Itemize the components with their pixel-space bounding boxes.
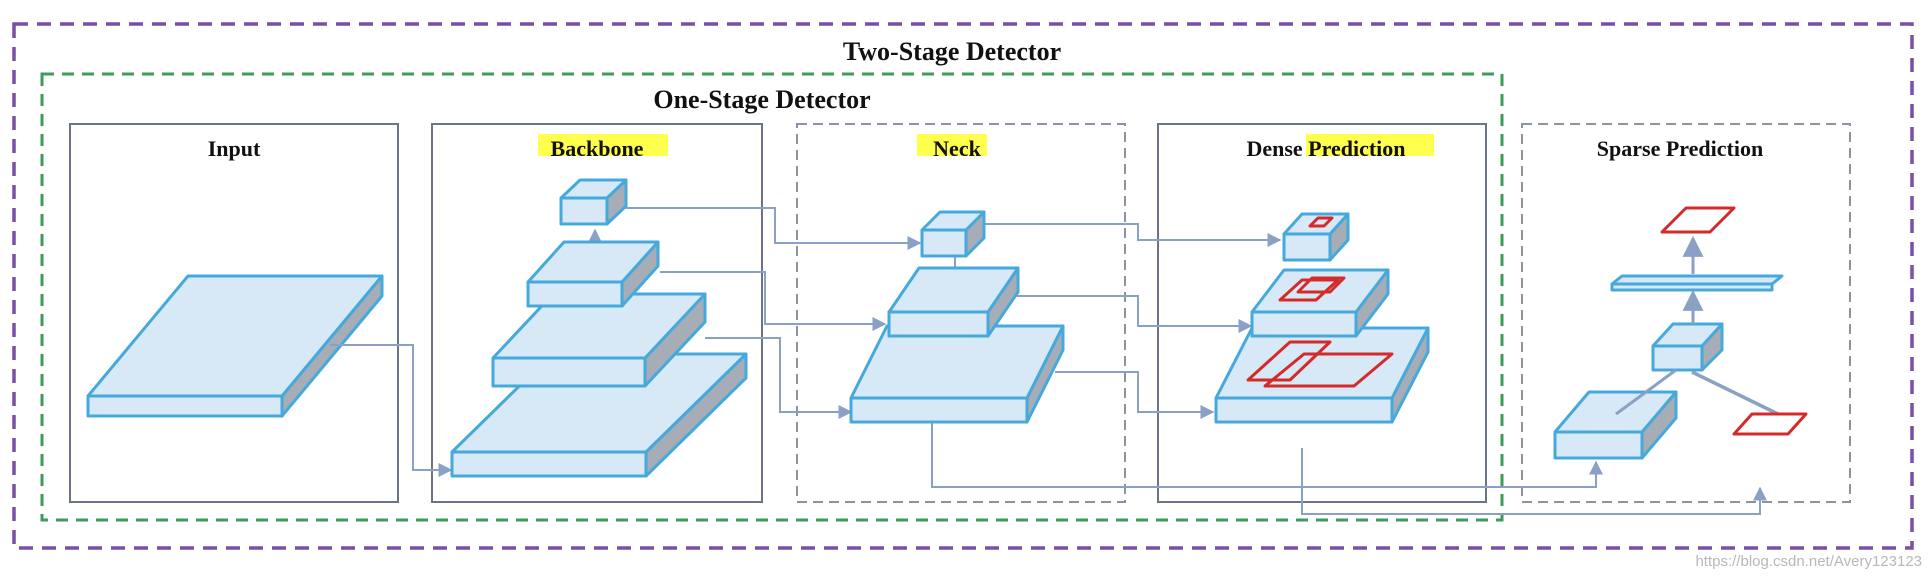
sparse-prediction-panel	[1521, 123, 1851, 503]
neck-to-dense-mid	[1017, 295, 1253, 333]
input-panel	[69, 123, 399, 503]
dense-block-1	[1282, 212, 1350, 262]
sparse-head-block	[1651, 322, 1724, 372]
one-stage-frame	[40, 72, 1504, 522]
dense-box-top	[1308, 216, 1334, 228]
two-stage-frame	[12, 22, 1914, 550]
dense-box-mid-1	[1278, 278, 1340, 302]
input-panel-title: Input	[208, 136, 261, 161]
dense-prediction-panel	[1157, 123, 1487, 503]
sparse-panel-title: Sparse Prediction	[1597, 136, 1763, 161]
sparse-roi-block	[1553, 390, 1678, 460]
backbone-block-4	[450, 352, 748, 478]
dense-prediction-boxes	[1246, 216, 1394, 388]
neck-block-1	[920, 210, 986, 258]
neck-block-2	[887, 266, 1020, 338]
neck-to-sparse-connector	[931, 420, 1603, 488]
backbone-panel	[431, 123, 763, 503]
backbone-panel-title: Backbone	[551, 136, 644, 161]
backbone-to-neck-top	[620, 207, 922, 250]
roi-box-to-head-connector	[1691, 370, 1779, 416]
neck-panel-title: Neck	[933, 136, 981, 161]
dense-box-mid-2	[1296, 276, 1346, 294]
neck-panel	[796, 123, 1126, 503]
neck-to-dense-top	[985, 223, 1282, 247]
backbone-block-2	[526, 240, 660, 308]
watermark: https://blog.csdn.net/Avery123123	[1695, 553, 1922, 570]
dense-box-bottom-large	[1263, 352, 1394, 388]
neck-highlight	[917, 134, 987, 156]
backbone-to-neck-mid	[660, 271, 887, 331]
roi-to-head-connector	[1615, 368, 1677, 416]
input-to-backbone-connector	[345, 344, 453, 477]
dense-to-sparse-connector	[1301, 448, 1767, 515]
backbone-block-1	[559, 178, 628, 226]
backbone-highlight	[538, 134, 668, 156]
sparse-connectors	[1615, 235, 1779, 416]
two-stage-title: Two-Stage Detector	[843, 37, 1061, 66]
dense-box-bottom-overlap	[1246, 340, 1332, 382]
one-stage-title: One-Stage Detector	[653, 85, 870, 114]
neck-block-3	[849, 324, 1065, 424]
sparse-roi-box	[1732, 412, 1808, 436]
dense-panel-title: Dense Prediction	[1246, 136, 1405, 161]
backbone-block-3	[491, 292, 707, 388]
dense-highlight	[1306, 134, 1434, 156]
sparse-output-box	[1660, 206, 1736, 234]
sparse-fc-layer	[1610, 274, 1784, 292]
neck-to-dense-bottom	[1055, 371, 1215, 419]
backbone-to-neck-bottom	[705, 337, 853, 419]
